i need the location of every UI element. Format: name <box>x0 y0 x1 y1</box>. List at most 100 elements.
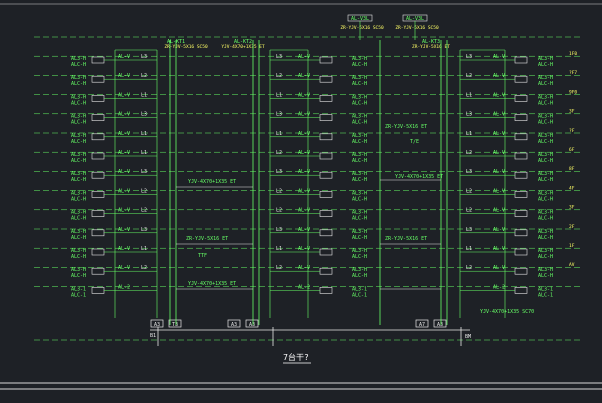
box-label: AL-V <box>118 131 130 137</box>
box-label: AL-V <box>118 150 130 156</box>
row-label-1: AL3-H <box>538 248 553 254</box>
row-label-2: ALC-H <box>352 177 367 183</box>
row-label-1: AL3-H <box>352 190 367 196</box>
row-label-1: AL3-H <box>71 75 86 81</box>
breaker-tag: A3 <box>231 322 237 328</box>
row-label-2: ALC-H <box>538 177 553 183</box>
phase-label: L3 <box>276 112 282 118</box>
riser-note: T/E <box>410 139 419 145</box>
row-label-1: AL3-H <box>71 152 86 158</box>
row-label-1: AL3-H <box>352 248 367 254</box>
row-label-1: AL3-H <box>538 75 553 81</box>
row-label-2: ALC-H <box>538 235 553 241</box>
phase-label: L1 <box>141 92 147 98</box>
breaker-box-icon <box>415 319 429 328</box>
row-label-2: ALC-H <box>71 196 86 202</box>
distribution-box-icon <box>91 229 105 237</box>
distribution-box-icon <box>91 133 105 141</box>
phase-label: L1 <box>466 92 472 98</box>
riser-note: ZR-YJV-5X16 ET <box>385 124 427 130</box>
distribution-box-icon <box>514 229 528 237</box>
row-label-1: AL3-H <box>71 248 86 254</box>
box-label: AL-V <box>493 208 505 214</box>
top-panel-name: AL-V3L <box>351 16 369 22</box>
phase-label: L3 <box>276 54 282 60</box>
row-label-1: AL3-H <box>538 267 553 273</box>
phase-label: L3 <box>276 169 282 175</box>
row-label-2: ALC-H <box>538 100 553 106</box>
box-label: AL-V <box>298 73 310 79</box>
floor-label: 8F <box>569 166 575 172</box>
box-label: AL-V <box>298 54 310 60</box>
phase-label: L3 <box>141 227 147 233</box>
box-label: AL-V <box>493 169 505 175</box>
panel-name: AL-KT2 <box>234 39 252 45</box>
panel-cable: ZR-YJV-5X16 ET <box>412 44 450 50</box>
phase-label: L2 <box>276 208 282 214</box>
breaker-box-icon <box>227 319 241 328</box>
drawing-title: 7台干? <box>283 352 309 362</box>
row-label-2: ALC-1 <box>538 292 553 298</box>
riser-lines: AL-V3L ZR-YJV-5X16 SC50 AL-V3L ZR-YJV-5X16 … <box>169 14 448 325</box>
distribution-box-icon <box>91 248 105 256</box>
phase-label: L3 <box>141 112 147 118</box>
phase-label: L2 <box>466 188 472 194</box>
row-label-2: ALC-H <box>71 235 86 241</box>
distribution-box-icon <box>91 56 105 64</box>
row-label-1: AL3-1 <box>71 286 86 292</box>
phase-label: L2 <box>141 188 147 194</box>
box-label: AL-V <box>118 188 130 194</box>
row-label-1: AL3-H <box>71 267 86 273</box>
floor-label: 9F0 <box>569 89 577 95</box>
row-label-2: ALC-H <box>352 216 367 222</box>
distribution-box-icon <box>514 210 528 217</box>
distribution-box-icon <box>514 171 528 179</box>
distribution-box-icon <box>91 75 105 83</box>
distribution-box-icon <box>514 267 528 275</box>
floor-label: AV <box>569 262 575 268</box>
floor-label: 3F <box>569 205 575 211</box>
box-label: AL-V <box>493 112 505 118</box>
distribution-box-icon <box>514 152 528 160</box>
distribution-box-icon <box>91 95 105 102</box>
breaker-box-icon <box>433 319 447 328</box>
row-label-1: AL3-H <box>352 171 367 177</box>
distribution-box-icon <box>319 152 333 160</box>
row-label-2: ALC-H <box>352 100 367 106</box>
row-label-2: ALC-H <box>538 81 553 87</box>
distribution-box-icon <box>319 171 333 179</box>
row-label-1: AL3-H <box>538 152 553 158</box>
distribution-box-icon <box>91 152 105 160</box>
row-label-1: AL3-H <box>352 94 367 100</box>
top-panel-cable: ZR-YJV-5X16 SC50 <box>340 25 384 31</box>
floor-label: 4F <box>569 185 575 191</box>
box-label: AL-V <box>493 150 505 156</box>
row-label-2: ALC-H <box>71 120 86 126</box>
box-label: AL-V <box>118 169 130 175</box>
top-panel-name: AL-V3L <box>406 16 424 22</box>
breaker-tag: A3 <box>437 322 443 328</box>
panel-al-kt2: AL3-HALC-HAL-VL3AL3-HALC-HAL-VL2AL3-HALC… <box>221 39 367 328</box>
row-label-2: ALC-H <box>352 81 367 87</box>
bus-tag-right: BM <box>465 334 471 340</box>
floor-label: 1F0 <box>569 51 577 57</box>
row-label-2: ALC-H <box>352 196 367 202</box>
row-label-2: ALC-H <box>71 100 86 106</box>
row-label-2: ALC-H <box>71 273 86 279</box>
row-label-2: ALC-H <box>352 158 367 164</box>
row-label-2: ALC-H <box>352 254 367 260</box>
distribution-box-icon <box>91 267 105 275</box>
phase-label: L2 <box>276 73 282 79</box>
row-label-2: ALC-H <box>71 254 86 260</box>
box-label: AL-2 <box>298 284 310 290</box>
distribution-box-icon <box>319 248 333 256</box>
distribution-box-icon <box>319 210 333 217</box>
row-label-2: ALC-H <box>352 62 367 68</box>
phase-label: L3 <box>141 54 147 60</box>
row-label-1: AL3-H <box>352 75 367 81</box>
row-label-2: ALC-H <box>71 177 86 183</box>
drawing-frame <box>0 3 602 390</box>
row-label-2: ALC-H <box>352 235 367 241</box>
row-label-2: ALC-H <box>538 158 553 164</box>
